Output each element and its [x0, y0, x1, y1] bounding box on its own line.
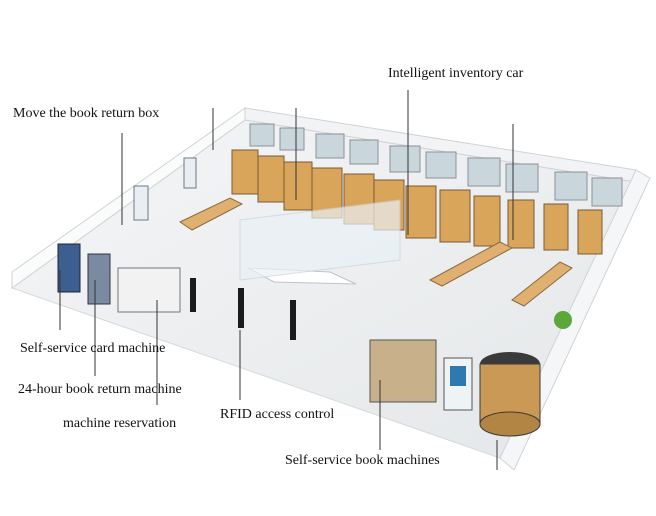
label-return-machine: 24-hour book return machine	[18, 382, 182, 397]
plant-icon	[554, 311, 572, 329]
label-reservation: machine reservation	[63, 416, 177, 431]
label-rfid: RFID access control	[220, 407, 335, 422]
leader-lines	[59, 90, 514, 470]
label-book-return-box: Move the book return box	[13, 106, 160, 121]
label-card-machine: Self-service card machine	[20, 341, 166, 356]
rfid-gates	[190, 278, 296, 340]
self-service-kiosks	[57, 157, 197, 313]
label-book-machines: Self-service book machines	[285, 453, 440, 468]
self-service-book-machines	[369, 339, 541, 437]
reading-tables	[178, 197, 573, 307]
glass-partition	[239, 199, 401, 281]
windows	[249, 123, 623, 207]
label-inventory-car: Intelligent inventory car	[388, 66, 524, 81]
